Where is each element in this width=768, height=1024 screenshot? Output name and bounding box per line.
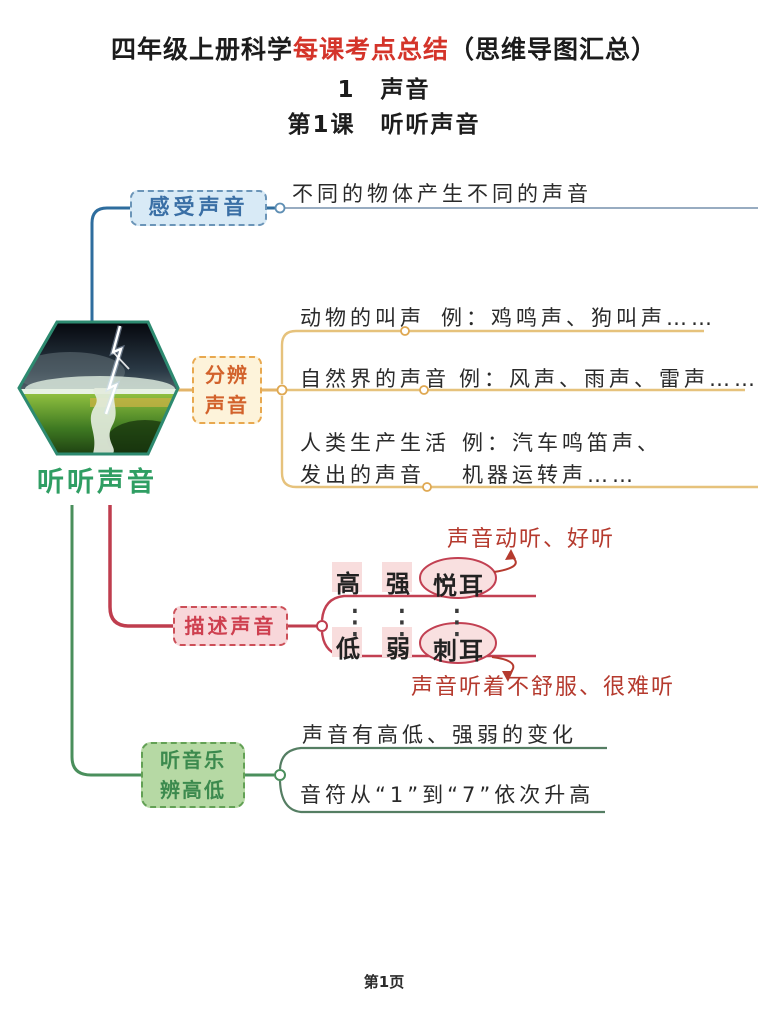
node-feel-sound: 感受声音 bbox=[130, 190, 267, 226]
ellipsis-column-2: ⋮ bbox=[385, 602, 419, 642]
title-highlight: 每课考点总结 bbox=[292, 35, 449, 64]
leaf-feel-sound: 不同的物体产生不同的声音 bbox=[292, 182, 592, 206]
leaf-animal-sounds-example: 例：鸡鸣声、狗叫声…… bbox=[441, 306, 716, 330]
leaf-pitch-strength-change: 声音有高低、强弱的变化 bbox=[302, 723, 577, 747]
unit-title: 1 声音 bbox=[337, 77, 431, 103]
node-describe-sound: 描述声音 bbox=[173, 606, 288, 646]
keyword-low: 低 bbox=[336, 635, 362, 663]
branch-distinguish-lines bbox=[178, 326, 758, 492]
leaf-animal-sounds: 动物的叫声 bbox=[300, 306, 425, 330]
title-prefix: 四年级上册科学 bbox=[110, 35, 293, 64]
annotation-harsh-sound: 声音听着不舒服、很难听 bbox=[411, 675, 676, 700]
title-suffix: （思维导图汇总） bbox=[449, 35, 658, 64]
leaf-notes-rise: 音符从“1”到“7”依次升高 bbox=[300, 783, 595, 807]
page-title: 四年级上册科学每课考点总结（思维导图汇总） bbox=[0, 30, 768, 66]
node-music-high-low: 听音乐辨高低 bbox=[141, 742, 245, 808]
node-distinguish-sound: 分辨声音 bbox=[192, 356, 262, 424]
leaf-human-sounds-example-line1: 例：汽车鸣笛声、 bbox=[462, 431, 662, 455]
leaf-nature-sounds: 自然界的声音 bbox=[300, 367, 450, 391]
keyword-high: 高 bbox=[336, 570, 362, 598]
center-node-label: 听听声音 bbox=[37, 467, 157, 498]
branch-music-lines bbox=[70, 505, 607, 814]
branch-describe-lines bbox=[108, 505, 536, 682]
leaf-human-sounds-example-line2: 机器运转声…… bbox=[462, 463, 637, 487]
page-number: 第1页 bbox=[363, 973, 405, 991]
leaf-human-sounds-line2: 发出的声音 bbox=[300, 463, 425, 487]
leaf-nature-sounds-example: 例：风声、雨声、雷声…… bbox=[459, 367, 759, 391]
keyword-weak: 弱 bbox=[386, 635, 412, 663]
keyword-strong: 强 bbox=[386, 570, 412, 598]
keyword-harsh: 刺耳 bbox=[433, 637, 485, 665]
lesson-title: 第1课 听听声音 bbox=[287, 112, 481, 138]
ellipsis-column-1: ⋮ bbox=[338, 602, 372, 642]
center-hexagon-image bbox=[17, 320, 180, 456]
leaf-human-sounds-line1: 人类生产生活 bbox=[300, 431, 450, 455]
keyword-pleasant: 悦耳 bbox=[433, 572, 485, 600]
annotation-pleasant-sound: 声音动听、好听 bbox=[447, 527, 616, 552]
branch-feel-lines bbox=[90, 202, 758, 330]
